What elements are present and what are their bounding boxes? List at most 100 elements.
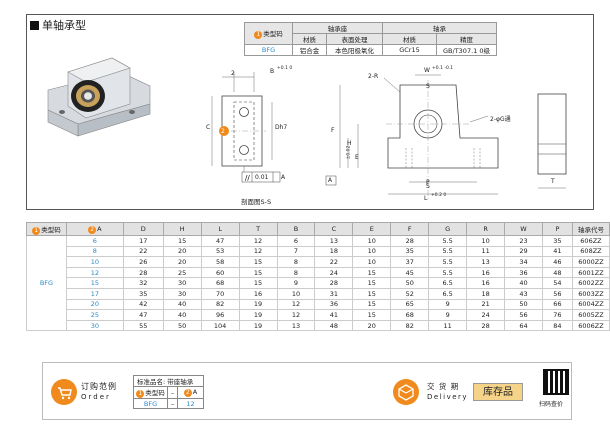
table-cell: 6005ZZ — [571, 309, 610, 321]
table-cell: 45 — [390, 266, 430, 279]
table-cell: 20 — [352, 319, 392, 332]
table-cell: 68 — [200, 277, 240, 289]
table-cell: 25 — [162, 266, 202, 279]
table-cell: 50 — [504, 298, 543, 311]
qr-code-icon[interactable] — [543, 369, 569, 395]
table-cell: 6 — [276, 235, 316, 247]
table-cell: 47 — [122, 309, 164, 321]
table-cell: 52 — [390, 287, 430, 300]
table-cell: 9 — [428, 298, 468, 311]
svg-text://: // — [245, 174, 250, 182]
table-cell: 8 — [65, 245, 124, 258]
table-cell: 30 — [162, 277, 202, 289]
table-cell: 6006ZZ — [571, 319, 610, 332]
spec-housing-header: 轴承座 — [292, 22, 383, 34]
table-cell: 23 — [504, 235, 543, 247]
title-square-icon — [30, 20, 39, 30]
table-cell: 15 — [162, 235, 202, 247]
stock-badge: 库存品 — [473, 383, 523, 401]
table-cell: 10 — [352, 256, 392, 268]
table-cell: 35 — [122, 287, 164, 300]
table-cell: 8 — [276, 256, 316, 268]
table-cell: 35 — [541, 235, 573, 247]
table-cell: 6000ZZ — [571, 256, 610, 268]
table-cell: 13 — [314, 235, 354, 247]
table-cell: 43 — [504, 287, 543, 300]
table-cell: 6003ZZ — [571, 287, 610, 300]
table-cell: 13 — [466, 256, 506, 268]
table-cell: 12 — [276, 309, 316, 321]
table-cell: 19 — [238, 319, 278, 332]
table-cell: 82 — [200, 298, 240, 311]
table-cell: 20 — [162, 245, 202, 258]
table-cell: 29 — [504, 245, 543, 258]
table-cell: 15 — [352, 266, 392, 279]
table-cell: 11 — [428, 319, 468, 332]
table-cell: 34 — [504, 256, 543, 268]
table-cell: 6004ZZ — [571, 298, 610, 311]
table-cell: 6.5 — [428, 287, 468, 300]
table-cell: 10 — [276, 287, 316, 300]
table-cell: 606ZZ — [571, 235, 610, 247]
table-cell: 41 — [314, 309, 354, 321]
table-cell: 41 — [541, 245, 573, 258]
delivery-box-icon — [393, 379, 419, 405]
table-cell: 40 — [504, 277, 543, 289]
table-cell: 24 — [314, 266, 354, 279]
table-cell: 42 — [122, 298, 164, 311]
table-cell: 15 — [238, 277, 278, 289]
table-cell: 84 — [541, 319, 573, 332]
table-cell: 6.5 — [428, 277, 468, 289]
section-view-drawing: // — [211, 72, 281, 183]
section-title: 单轴承型 — [30, 17, 86, 33]
table-cell: 6 — [65, 235, 124, 247]
table-cell: 11 — [466, 245, 506, 258]
table-cell: 16 — [466, 277, 506, 289]
drawing-panel — [26, 14, 594, 210]
table-cell: 15 — [238, 266, 278, 279]
table-cell: 6002ZZ — [571, 277, 610, 289]
table-cell: 40 — [162, 309, 202, 321]
table-cell: 28 — [122, 266, 164, 279]
table-cell: 46 — [541, 256, 573, 268]
table-cell: 30 — [65, 319, 124, 332]
table-cell: 35 — [390, 245, 430, 258]
table-cell: 104 — [200, 319, 240, 332]
table-cell: 76 — [541, 309, 573, 321]
table-cell: 12 — [65, 266, 124, 279]
table-cell: 5.5 — [428, 245, 468, 258]
table-cell: 64 — [504, 319, 543, 332]
table-cell: 17 — [65, 287, 124, 300]
table-cell: 48 — [541, 266, 573, 279]
table-cell: 66 — [541, 298, 573, 311]
table-cell: 22 — [314, 256, 354, 268]
table-cell: 8 — [276, 266, 316, 279]
spec-bearing-header: 轴承 — [382, 22, 497, 34]
table-cell: 53 — [200, 245, 240, 258]
table-cell: 20 — [162, 256, 202, 268]
table-cell: 55 — [122, 319, 164, 332]
table-cell: 15 — [65, 277, 124, 289]
table-cell: 32 — [122, 277, 164, 289]
table-cell: 24 — [466, 309, 506, 321]
table-cell: 5.5 — [428, 266, 468, 279]
table-cell: 21 — [466, 298, 506, 311]
table-cell: 15 — [352, 309, 392, 321]
table-cell: 10 — [466, 235, 506, 247]
table-cell: 7 — [276, 245, 316, 258]
table-cell: 6001ZZ — [571, 266, 610, 279]
table-cell: 22 — [122, 245, 164, 258]
table-cell: 5.5 — [428, 256, 468, 268]
table-cell: 40 — [162, 298, 202, 311]
